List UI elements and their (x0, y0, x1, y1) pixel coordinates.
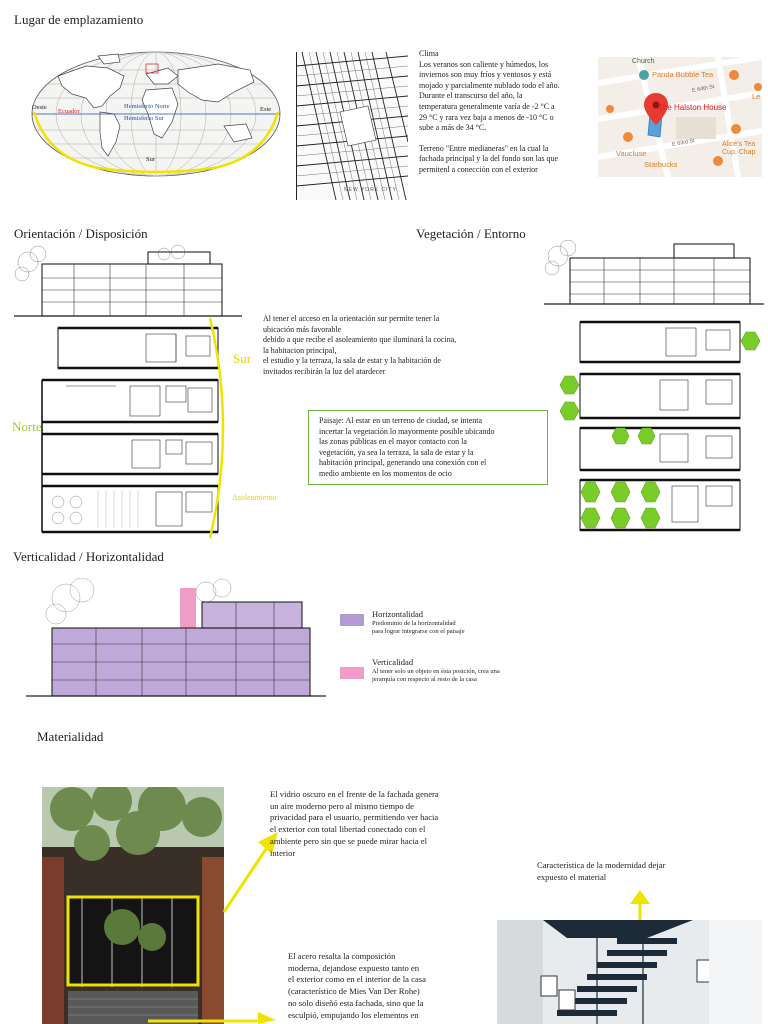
climate-line: Durante el transcurso del año, la (419, 91, 523, 101)
legend-horizontal-line: para lograr integrarse con el paisaje (372, 628, 465, 635)
legend-horizontal-swatch (340, 614, 364, 626)
street-label-alices: Alice's Tea Cup, Chap (722, 141, 756, 156)
climate-block: Clima Los veranos son caliente y húmedos… (419, 49, 597, 176)
orientation-line: ubicación más favorable (263, 324, 342, 334)
section-title-site: Lugar de emplazamiento (14, 12, 144, 27)
city-map: NEW YORK CITY (296, 52, 408, 200)
vegetation-line: incertar la vegetación lo mayormente pos… (319, 426, 495, 436)
glass-line: un aire moderno pero al mismo tiempo de (270, 800, 414, 811)
street-label-le: Le (752, 92, 761, 101)
orientation-section-drawing (14, 244, 242, 322)
arrow-steel (148, 1010, 278, 1024)
vegetation-line: medio ambiente en los momentos de ocio (319, 468, 452, 478)
section-title-verticality: Verticalidad / Horizontalidad (13, 549, 164, 564)
steel-line: esculpió, empujando los elementos en (288, 1009, 419, 1020)
sun-path-arc (208, 316, 238, 540)
climate-line: temperatura generalmente varía de -2 °C … (419, 101, 555, 111)
glass-line: El vidrio oscuro en el frente de la fach… (270, 789, 439, 799)
street-label-vaucluse: Vaucluse (616, 149, 647, 158)
steel-text: El acero resalta la composición moderna,… (288, 951, 494, 1021)
climate-line: inviernos son muy fríos y ventosos y est… (419, 70, 552, 80)
arrow-modernity (626, 890, 654, 924)
facade-photo (42, 787, 224, 1024)
vegetation-line: vegetación, ya sea la terraza, la sala d… (319, 447, 474, 457)
steel-line: moderna, dejandose expuesto tanto en (288, 962, 420, 973)
orientation-floor-plans (36, 326, 222, 538)
map-label-equator: Ecuador (58, 108, 80, 115)
orientation-line: Al tener el acceso en la orientación sur… (263, 314, 440, 323)
terrain-line: fachada principal y la del fondo son las… (419, 154, 559, 164)
map-label-east: Este (260, 106, 272, 113)
climate-line: Los veranos son caliente y húmedos, los (419, 59, 549, 69)
terrain-line: permitenl a conección con el exterior (419, 164, 538, 174)
climate-line: mojado y parcialmente nublado todo el añ… (419, 80, 560, 90)
climate-title: Clima (419, 49, 439, 58)
street-label-halston: The Halston House (658, 103, 727, 112)
legend-vertical-title: Verticalidad (372, 657, 414, 667)
section-title-vegetation: Vegetación / Entorno (416, 226, 526, 241)
steel-line: el exterior como en el interior de la ca… (288, 974, 426, 985)
city-map-caption: NEW YORK CITY (344, 187, 397, 193)
vegetation-textbox: Paisaje: Al estar en un terreno de ciuda… (308, 410, 548, 485)
label-sur: Sur (233, 351, 252, 366)
legend-vertical-line: Al tener solo un objeto en ésta posición… (372, 668, 500, 675)
legend-vertical-swatch (340, 667, 364, 679)
street-label-church: Church (632, 58, 655, 65)
section-title-materiality: Materialidad (37, 729, 104, 744)
orientation-text: Al tener el acceso en la orientación sur… (263, 314, 513, 378)
vegetation-line: habitación principal, generando una cone… (319, 458, 487, 468)
label-asoleamiento: Asoleamiento (232, 493, 277, 502)
modernity-line: expuesto el material (537, 871, 607, 882)
glass-text: El vidrio oscuro en el frente de la fach… (270, 789, 506, 859)
modernity-text: Característica de la modernidad dejar ex… (537, 860, 737, 883)
world-map: Oeste Ecuador Hemisferio Norte Hemisferi… (28, 48, 284, 180)
climate-line: 29 °C y rara vez baja a menos de -10 °C … (419, 112, 554, 122)
map-label-south: Sur (146, 156, 156, 163)
climate-line: sube a más de 34 °C. (419, 123, 487, 133)
street-label-panda: Panda Bubble Tea (652, 70, 714, 79)
vegetation-line: Paisaje: Al estar en un terreno de ciuda… (319, 416, 483, 425)
arrow-glass (222, 832, 282, 914)
map-label-south-hemisphere: Hemisferio Sur (124, 115, 164, 122)
orientation-line: el estudio y la terraza, la sala de esta… (263, 356, 441, 366)
steel-line: (característico de Mies Van Der Rohe) (288, 986, 420, 997)
glass-line: ambiente pero sin que se puede mirar hac… (270, 835, 428, 846)
street-label-starbucks: Starbucks (644, 160, 678, 169)
glass-line: privacidad para el usuario, permitiendo … (270, 812, 439, 823)
orientation-line: la habitacion principal, (263, 345, 337, 355)
legend-vertical-text: Al tener solo un objeto en ésta posición… (372, 668, 500, 684)
steel-line: El acero resalta la composición (288, 951, 396, 961)
label-norte: Norte (12, 419, 42, 434)
legend-vertical-line: jerarquía con respecto al resto de la ca… (372, 676, 477, 683)
glass-line: interior (270, 847, 296, 858)
map-label-north-hemisphere: Hemisferio Norte (124, 103, 170, 110)
modernity-line: Característica de la modernidad dejar (537, 860, 666, 870)
orientation-line: debido a que recibe el asoleamiento que … (263, 335, 457, 345)
orientation-line: invitados recibirán la luz del atardecer (263, 366, 386, 376)
legend-horizontal-text: Predominio de la horizontalidad para log… (372, 620, 465, 636)
terrain-line: Terreno "Entre medianeras" en la cual la (419, 143, 549, 153)
steel-line: no solo diseñó esta fachada, sino que la (288, 997, 424, 1008)
street-map: Church Panda Bubble Tea E 64th St The Ha… (598, 57, 762, 177)
map-label-west: Oeste (32, 104, 47, 111)
stair-interior-photo (497, 920, 762, 1024)
section-title-orientation: Orientación / Disposición (14, 226, 148, 241)
vegetation-floor-plans (556, 318, 764, 540)
vegetation-line: las zonas públicas en el mayor contacto … (319, 437, 467, 447)
verticality-section-drawing (26, 578, 326, 706)
glass-line: el exterior con total libertad conectado… (270, 824, 426, 835)
legend-horizontal-title: Horizontalidad (372, 609, 423, 619)
legend-horizontal-line: Predominio de la horizontalidad (372, 620, 456, 627)
vegetation-section-drawing (544, 238, 764, 310)
